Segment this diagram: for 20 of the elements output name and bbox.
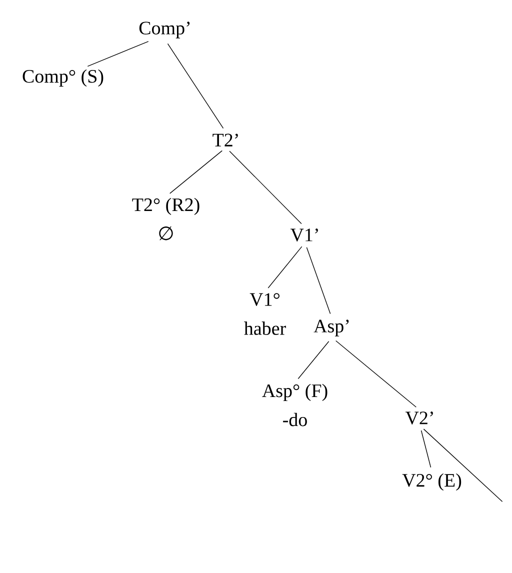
tree-branch [306,247,331,314]
tree-label: Asp° (F) -do [262,384,328,426]
tree-label: V2° (E) [402,473,462,491]
tree-branch [423,428,503,502]
tree-branch [87,41,149,67]
tree-branch [167,43,224,129]
tree-branch [336,340,416,408]
tree-label: Asp’ [314,320,349,336]
tree-branch [268,246,302,288]
tree-branch [229,150,302,224]
tree-label: V1’ [290,228,318,242]
tree-branch [170,150,222,194]
tree-branch [420,430,432,468]
tree-label: V2’ [405,412,433,424]
tree-label: Comp° (S) [22,69,104,87]
tree-label: T2° (R2) ∅ [132,198,200,240]
tree-label: Comp’ [139,22,190,38]
tree-branch [298,341,330,380]
tree-label: V1° haber [244,293,286,335]
tree-label: T2’ [212,134,238,146]
